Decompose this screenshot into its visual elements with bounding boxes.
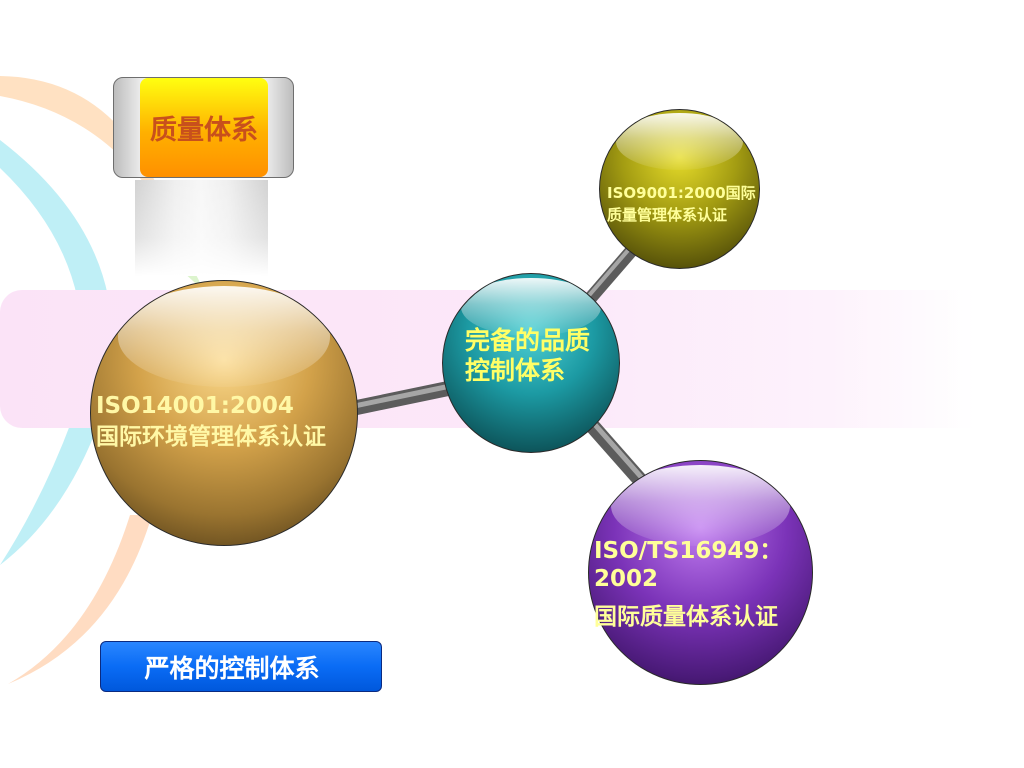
- quality-system-button-reflection: [135, 180, 268, 276]
- swirl-cyan: [0, 140, 113, 565]
- hub-label-line: 完备的品质: [465, 326, 591, 355]
- connector-hub-to-iso14001: [338, 378, 462, 419]
- control-system-label: 严格的控制体系: [144, 653, 320, 683]
- iso14001-label: ISO14001:2004 国际环境管理体系认证: [96, 391, 326, 453]
- ts16949-sphere: [588, 460, 813, 685]
- iso9001-label: ISO9001:2000国际 质量管理体系认证: [607, 182, 756, 226]
- iso14001-label-line: 国际环境管理体系认证: [96, 424, 326, 450]
- hub-sphere: [442, 273, 620, 453]
- ts16949-label-line: ISO/TS16949：: [594, 538, 783, 564]
- control-system-button[interactable]: 严格的控制体系: [100, 641, 382, 692]
- sphere-gloss: [117, 286, 331, 387]
- sphere-gloss: [611, 465, 790, 546]
- quality-system-button[interactable]: 质量体系: [113, 77, 294, 178]
- ts16949-label: ISO/TS16949： 2002 国际质量体系认证: [594, 537, 782, 631]
- iso14001-label-line: ISO14001:2004: [96, 393, 294, 419]
- sphere-gloss: [615, 113, 744, 171]
- sphere-gloss: [460, 277, 602, 337]
- quality-system-label: 质量体系: [150, 115, 258, 146]
- hub-label: 完备的品质 控制体系: [465, 326, 590, 386]
- ts16949-label-line: 国际质量体系认证: [594, 604, 778, 630]
- quality-system-button-face: 质量体系: [140, 78, 268, 177]
- iso14001-sphere: [90, 280, 358, 546]
- iso9001-label-line: ISO9001:2000国际: [607, 184, 756, 202]
- swirl-orange-bottom: [8, 515, 152, 684]
- iso9001-sphere: [599, 109, 760, 269]
- iso9001-label-line: 质量管理体系认证: [607, 206, 728, 224]
- connector-shine: [339, 381, 461, 412]
- hub-label-line: 控制体系: [465, 356, 566, 385]
- ts16949-label-line: 2002: [594, 566, 659, 592]
